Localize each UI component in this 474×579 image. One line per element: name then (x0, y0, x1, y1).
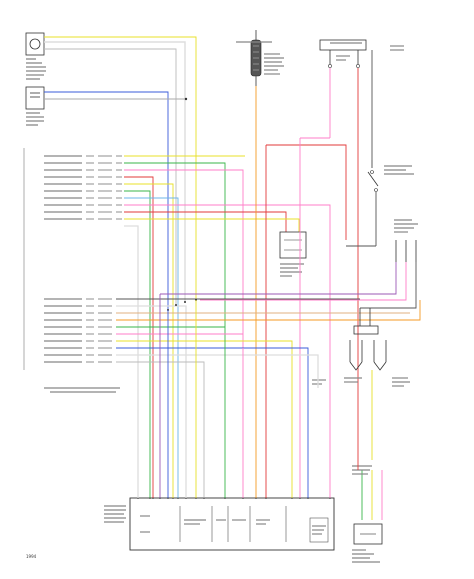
control-module (129, 497, 335, 551)
upper-pin-codes (86, 155, 122, 220)
control-module-labels (104, 505, 326, 535)
right-connector-labels (394, 219, 418, 233)
lower-left-note (44, 387, 120, 393)
lower-wires (116, 298, 421, 460)
middle-relay (279, 231, 307, 259)
upper-pin-labels (44, 155, 82, 220)
bottom-right-sensor-labels (352, 465, 380, 563)
right-connector (395, 240, 417, 262)
top-left-sensor-upper (25, 32, 45, 56)
right-switch-labels (384, 165, 414, 175)
blue-vertical-wires (159, 294, 197, 460)
lower-pin-labels (44, 298, 82, 363)
right-solenoid-group (349, 308, 387, 371)
bottom-right-sensor (353, 470, 383, 545)
module-drop-wires (137, 340, 359, 498)
pink-wires (265, 120, 347, 460)
right-solenoid-wires (317, 370, 373, 460)
top-right-relay-labels (330, 42, 404, 61)
sensor-lower-label-lines (26, 112, 44, 126)
top-center-labels (236, 41, 284, 75)
middle-relay-label (280, 263, 304, 277)
footer-code: 1994 (26, 554, 37, 559)
top-right-relay (319, 39, 367, 68)
top-left-sensor-lower (25, 86, 45, 110)
lower-pin-codes (86, 298, 112, 363)
right-solenoid-labels (312, 377, 410, 387)
sensor-upper-label-lines (26, 58, 46, 80)
upper-wires (124, 155, 331, 460)
lower-splice-dots (167, 299, 197, 311)
right-switch (346, 160, 379, 247)
top-center-component (250, 30, 262, 86)
right-connector-wires (160, 262, 417, 309)
top-right-wires (329, 50, 373, 460)
